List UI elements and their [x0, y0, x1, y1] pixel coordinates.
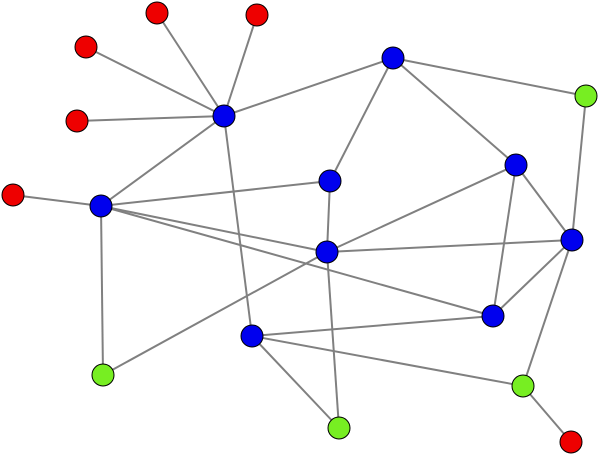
node-b3	[89, 194, 113, 218]
edge-g4-r6	[522, 385, 572, 443]
node-b4	[318, 169, 342, 193]
edge-b3-b4	[100, 180, 331, 207]
edge-r4-b1	[76, 115, 225, 122]
edge-r1-b1	[156, 12, 225, 117]
edge-b1-b7	[223, 115, 253, 337]
edge-b5-b8	[492, 164, 517, 317]
edge-b2-b4	[329, 57, 394, 182]
edge-b3-b8	[100, 205, 494, 317]
edge-b7-g4	[251, 335, 524, 387]
edge-r3-b1	[85, 46, 225, 117]
edge-b1-b2	[223, 57, 394, 117]
node-r2	[245, 3, 269, 27]
edge-b1-b3	[100, 115, 225, 207]
edge-r5-b3	[12, 194, 102, 207]
edge-b5-b6	[326, 164, 517, 253]
node-r6	[559, 430, 583, 454]
edge-b6-b9	[326, 239, 573, 253]
edge-b7-g3	[251, 335, 340, 429]
edge-b9-g4	[522, 239, 573, 387]
edge-b7-b8	[251, 315, 494, 337]
node-r4	[65, 109, 89, 133]
node-g2	[91, 363, 115, 387]
edge-r2-b1	[223, 14, 258, 117]
node-g1	[574, 84, 598, 108]
node-r5	[1, 183, 25, 207]
edges-layer	[12, 12, 587, 443]
edge-b2-g1	[392, 57, 587, 97]
node-g4	[511, 374, 535, 398]
node-r1	[145, 1, 169, 25]
edge-b3-g2	[100, 205, 104, 376]
edge-b2-b5	[392, 57, 517, 166]
edge-b6-g3	[326, 251, 340, 429]
node-b6	[315, 240, 339, 264]
node-g3	[327, 416, 351, 440]
node-b2	[381, 46, 405, 70]
edge-b9-g1	[571, 95, 587, 241]
node-b7	[240, 324, 264, 348]
node-b1	[212, 104, 236, 128]
edge-b8-b9	[492, 239, 573, 317]
edge-b6-g2	[102, 251, 328, 376]
edge-b3-b6	[100, 205, 328, 253]
node-r3	[74, 35, 98, 59]
edge-b4-b6	[326, 180, 331, 253]
edge-b5-b9	[515, 164, 573, 241]
node-b8	[481, 304, 505, 328]
node-b5	[504, 153, 528, 177]
node-b9	[560, 228, 584, 252]
